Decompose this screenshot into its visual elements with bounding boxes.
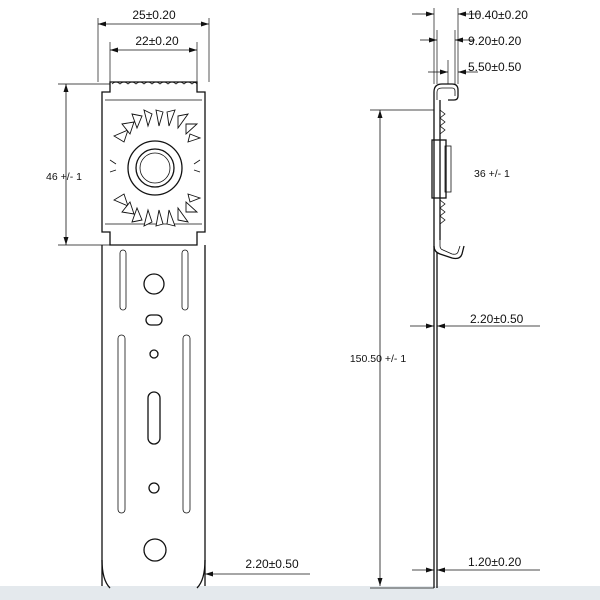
center-ring-inner [139,152,171,184]
dim-thickness-bottom: 2.20±0.50 [245,557,299,571]
bracket-bottom-edge [101,559,206,589]
center-ring-mid [135,148,175,188]
side-blade [433,246,438,588]
dim-blade-offset: 2.20±0.50 [470,312,524,326]
teeth-upper [113,109,202,143]
side-clip-body [433,100,441,240]
teeth-lower [113,193,202,227]
dim-overall-width: 25±0.20 [132,8,176,22]
slot-center [147,391,161,445]
bracket-outline [101,245,206,586]
side-rivet-head [444,145,452,193]
bottom-hook [433,240,465,260]
side-rivet [431,139,447,199]
dim-clip-height-side: 36 +/- 1 [474,168,510,180]
dim-hook-depth-mid: 9.20±0.20 [468,34,522,48]
dim-inner-width: 22±0.20 [135,34,179,48]
slots-upper [119,249,189,311]
dim-hook-depth-inner: 5.50±0.50 [468,60,522,74]
top-hook-inner [436,87,456,100]
center-ring-outer [127,140,183,196]
dim-blade-thickness: 1.20±0.20 [468,555,522,569]
side-view [431,83,465,588]
hole-large-upper [143,273,165,295]
dim-clip-height-front: 46 +/- 1 [46,171,82,183]
bottom-hook-inner [439,240,461,255]
side-ticks [109,159,201,173]
serrated-top [111,81,198,85]
dim-hook-depth-outer: 10.40±0.20 [468,8,528,22]
floor-shadow [0,586,600,600]
top-hook [433,83,459,101]
front-view [101,81,206,589]
side-dimensions: 10.40±0.20 9.20±0.20 5.50±0.50 36 +/- 1 … [350,8,540,589]
clip-inner-band [105,99,202,225]
front-dimensions: 25±0.20 22±0.20 46 +/- 1 2.20±0.50 [46,8,310,586]
side-teeth [439,109,446,225]
clip-block [101,81,206,246]
slots-lower [117,334,191,514]
hole-small-2 [148,482,160,494]
dim-overall-length: 150.50 +/- 1 [350,353,406,365]
hole-large-lower [143,538,167,562]
slot-short-upper [145,314,163,326]
hole-small-1 [149,349,159,359]
